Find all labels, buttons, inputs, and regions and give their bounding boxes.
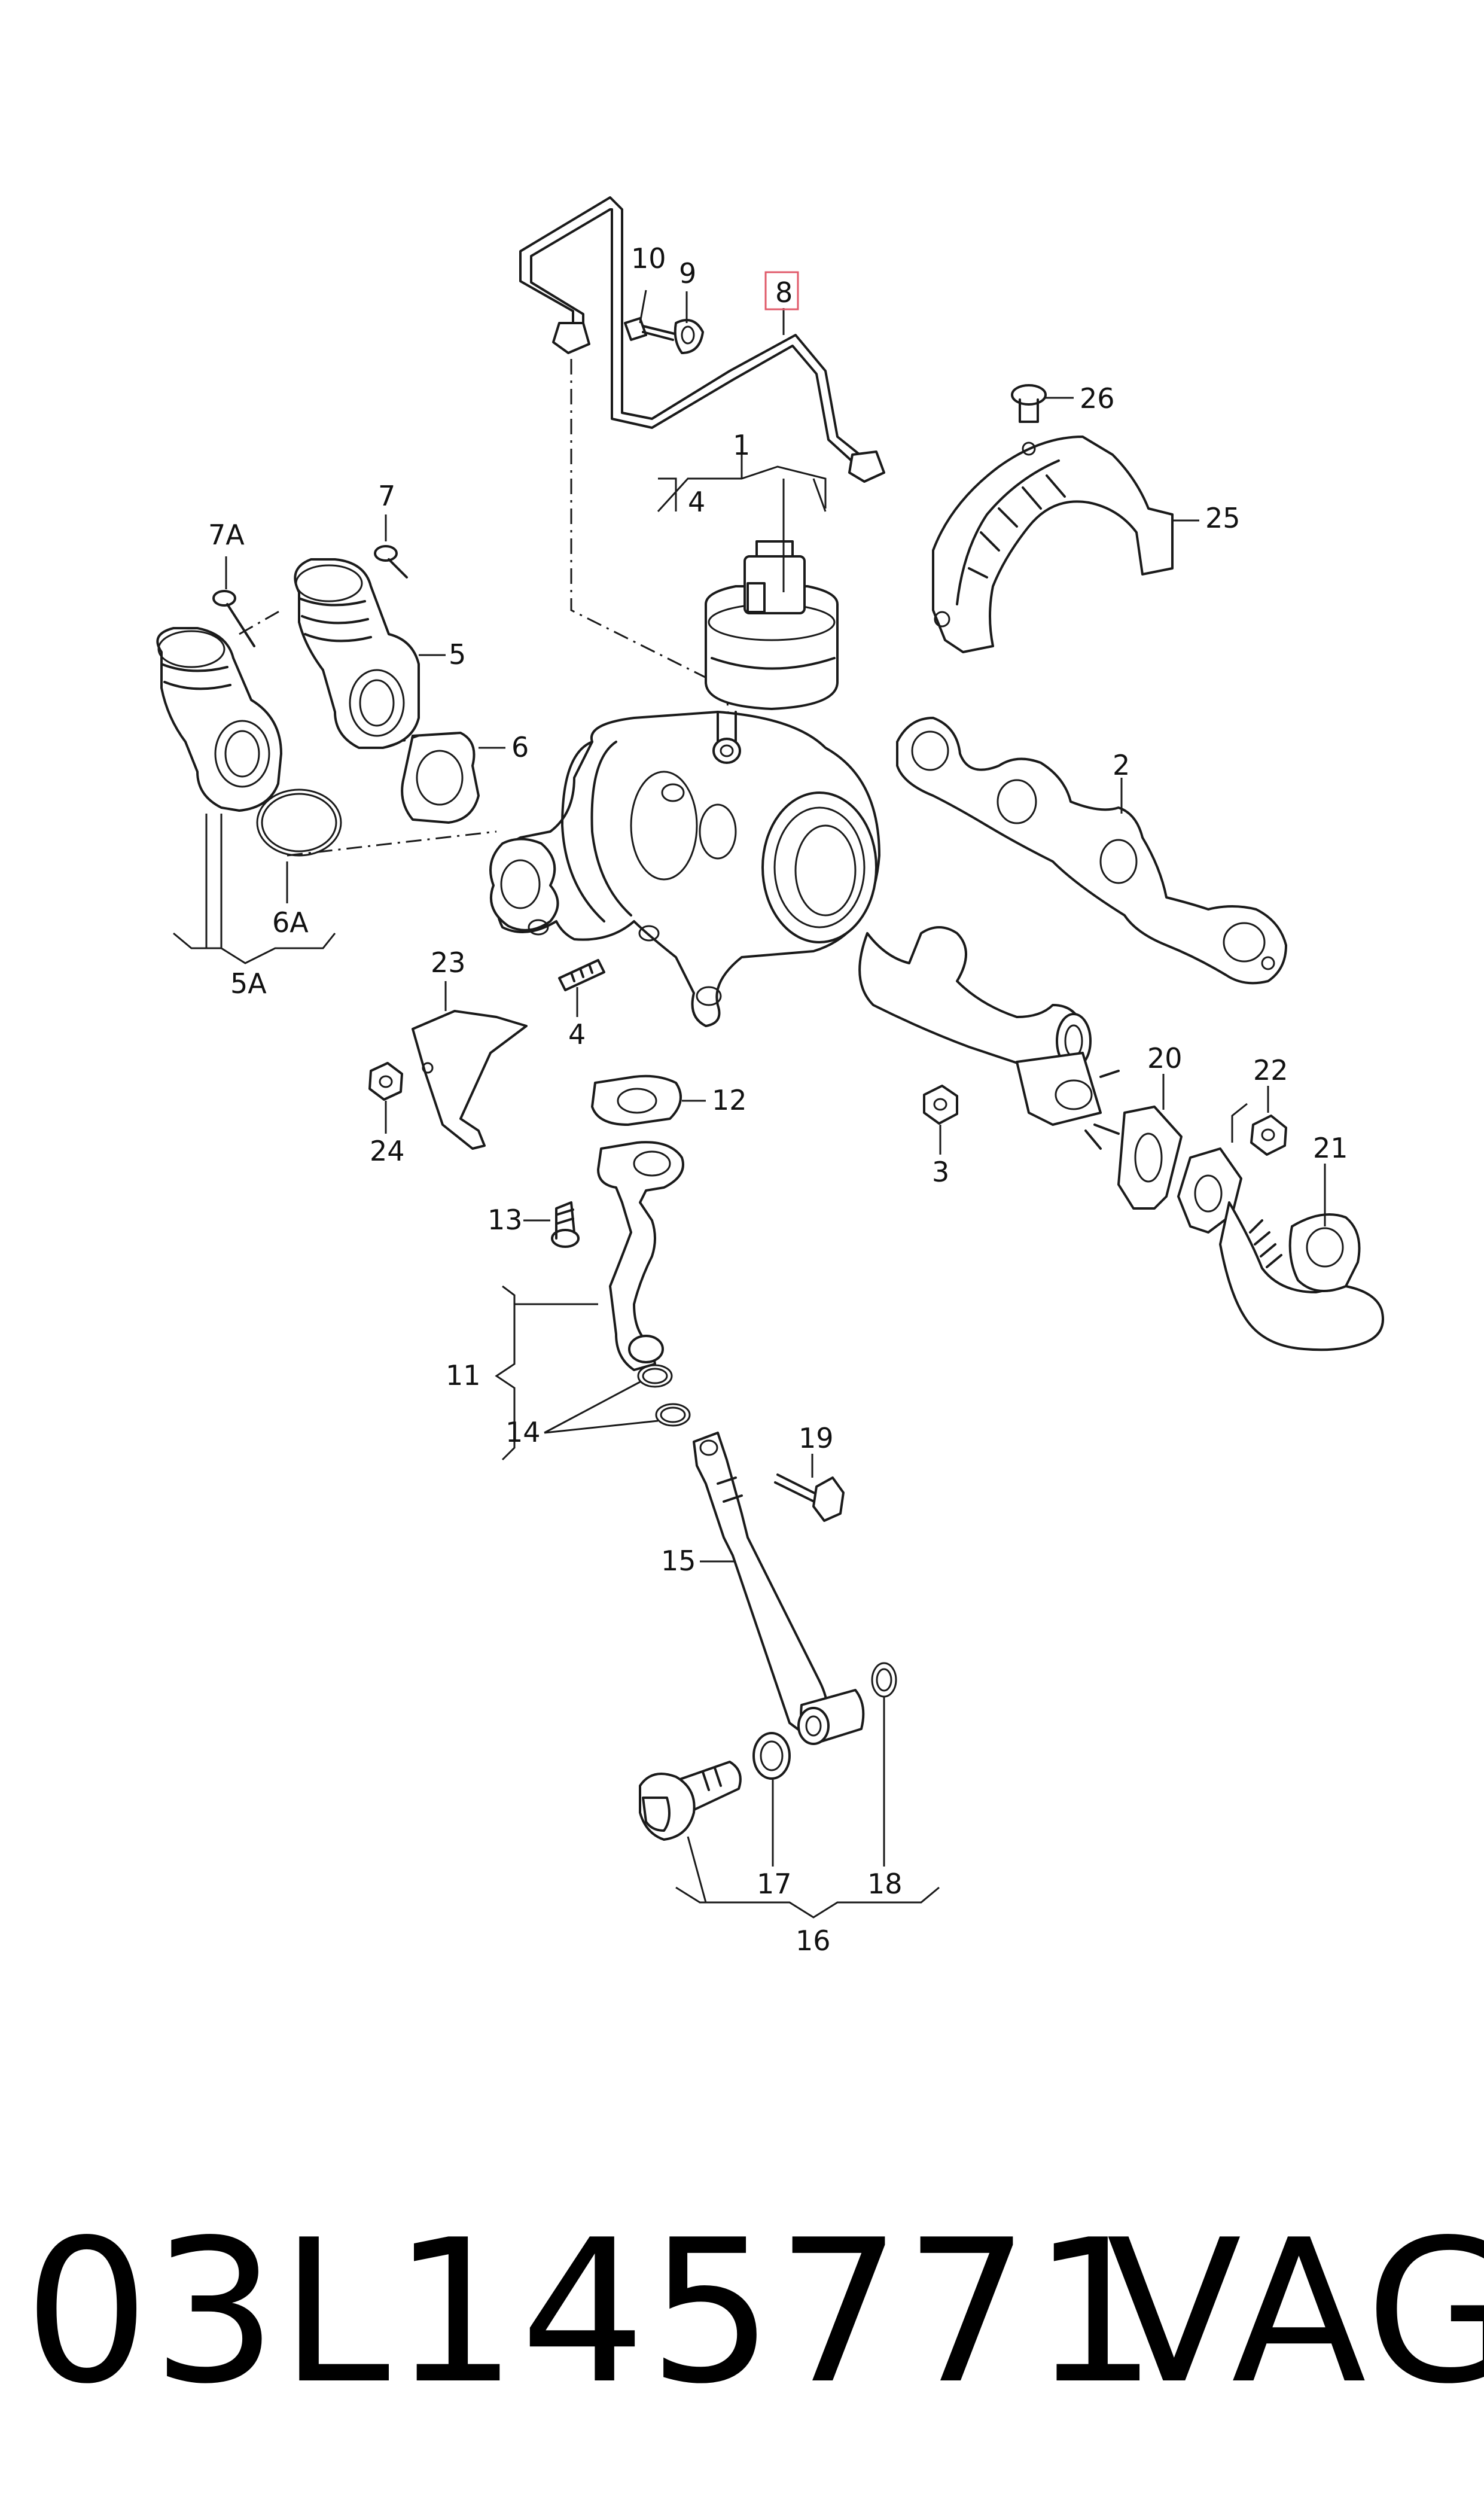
part-number: 03L145771 xyxy=(24,2197,1160,2427)
bolt-19[interactable] xyxy=(774,1473,845,1522)
callout-20: 20 xyxy=(1147,1042,1183,1074)
callout-2: 2 xyxy=(1113,749,1130,781)
seal-18[interactable] xyxy=(871,1662,897,1698)
gasket-12[interactable] xyxy=(591,1074,682,1126)
callout-21: 21 xyxy=(1313,1132,1348,1164)
callout-26: 26 xyxy=(1080,382,1115,415)
exhaust-pipe-21[interactable] xyxy=(1177,1147,1384,1351)
clamp-9[interactable] xyxy=(674,319,704,354)
callout-7: 7 xyxy=(378,480,395,512)
callout-5A: 5A xyxy=(230,967,267,1000)
callout-19: 19 xyxy=(799,1422,834,1454)
bolt-7A[interactable] xyxy=(212,590,255,647)
bolt-13[interactable] xyxy=(551,1201,580,1248)
callout-22: 22 xyxy=(1253,1054,1288,1086)
callout-4-lower: 4 xyxy=(568,1018,586,1051)
gasket-20[interactable] xyxy=(1117,1106,1183,1210)
callout-8-highlight-box xyxy=(764,271,799,310)
callout-25: 25 xyxy=(1205,502,1241,534)
callout-9: 9 xyxy=(679,257,696,290)
o-ring-14[interactable] xyxy=(637,1364,691,1427)
oil-return-line-11[interactable] xyxy=(597,1141,684,1371)
callout-15: 15 xyxy=(661,1545,696,1577)
nut-24[interactable] xyxy=(368,1062,403,1101)
pipe-5[interactable] xyxy=(294,558,420,749)
callout-8: 8 xyxy=(775,276,793,309)
seal-17[interactable] xyxy=(752,1732,791,1780)
callout-24: 24 xyxy=(370,1135,405,1167)
bolt-26[interactable] xyxy=(1011,384,1047,423)
turbocharger-1[interactable] xyxy=(489,540,880,1027)
callout-14: 14 xyxy=(505,1416,541,1448)
turbo-outlet-pipe xyxy=(858,926,1120,1150)
callout-18: 18 xyxy=(867,1868,903,1900)
callout-5: 5 xyxy=(449,638,466,671)
callout-11: 11 xyxy=(446,1359,481,1392)
callout-23: 23 xyxy=(431,946,466,979)
nut-3[interactable] xyxy=(923,1085,958,1125)
oil-supply-line-8[interactable] xyxy=(519,196,885,748)
bolt-10[interactable] xyxy=(624,317,676,341)
manifold-gasket-2[interactable] xyxy=(896,717,1287,985)
brand-label: VAG xyxy=(1107,2197,1484,2427)
nut-22[interactable] xyxy=(1250,1115,1287,1156)
callout-17: 17 xyxy=(757,1868,792,1900)
callout-4-upper: 4 xyxy=(688,486,705,518)
callout-12: 12 xyxy=(712,1084,747,1116)
stud-4[interactable] xyxy=(558,925,660,991)
callout-6: 6 xyxy=(511,731,529,763)
callout-10: 10 xyxy=(631,242,666,275)
drain-tube-15[interactable] xyxy=(693,1432,865,1745)
heat-shield-25[interactable] xyxy=(932,436,1174,653)
callout-7A: 7A xyxy=(208,519,245,551)
callout-16: 16 xyxy=(796,1925,831,1957)
banjo-bolt-16[interactable] xyxy=(639,1761,742,1841)
bracket-23[interactable] xyxy=(412,1010,528,1150)
pipe-5A[interactable] xyxy=(156,627,282,812)
callout-13: 13 xyxy=(487,1204,523,1236)
gasket-6[interactable] xyxy=(401,732,480,824)
callout-6A: 6A xyxy=(272,906,309,939)
callout-labels: 1 4 8 9 10 26 25 2 7 7A 5 6 6A 5A 23 4 2… xyxy=(208,242,1348,1957)
callout-3: 3 xyxy=(932,1156,949,1188)
callout-1: 1 xyxy=(733,429,750,461)
callout-leaders xyxy=(173,290,1326,1919)
o-ring-6A[interactable] xyxy=(256,788,342,857)
bolt-7[interactable] xyxy=(374,545,408,578)
